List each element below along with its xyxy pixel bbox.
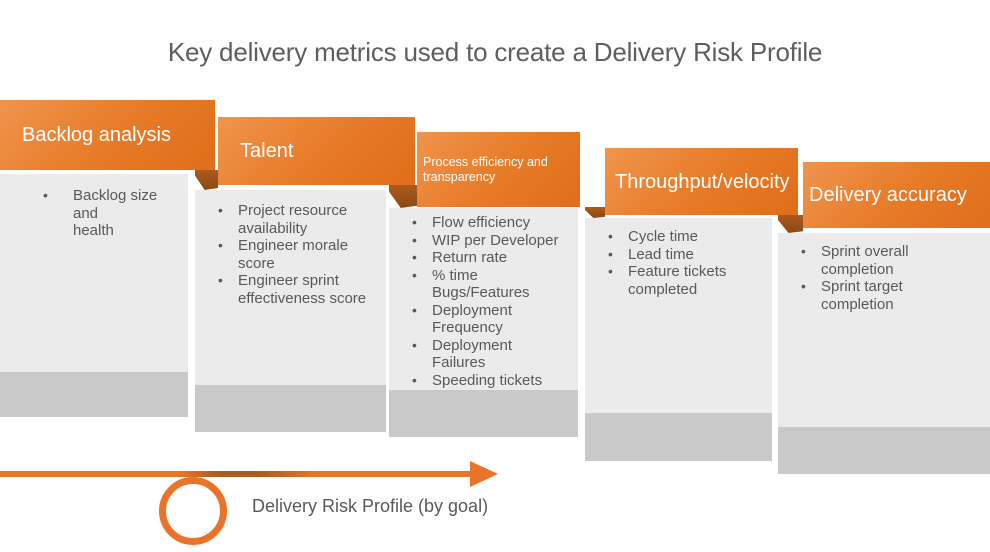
banner-fold — [778, 215, 803, 233]
card-footer — [585, 413, 772, 461]
risk-profile-arrow-label: Delivery Risk Profile (by goal) — [252, 496, 489, 516]
risk-profile-arrow-line — [0, 471, 478, 477]
card-body: Sprint overallcompletionSprint targetcom… — [778, 233, 990, 474]
bullet-item: Cycle time — [606, 228, 768, 246]
card-title: Delivery accuracy — [809, 184, 967, 206]
bullet-list: Sprint overallcompletionSprint targetcom… — [778, 233, 990, 313]
slide-title: Key delivery metrics used to create a De… — [167, 37, 823, 67]
bullet-list: Cycle timeLead timeFeature ticketscomple… — [585, 218, 772, 298]
bullet-list: Project resourceavailabilityEngineer mor… — [195, 190, 386, 307]
card-title: Throughput/velocity — [615, 170, 790, 193]
card-body: Project resourceavailabilityEngineer mor… — [195, 190, 386, 432]
card-footer — [0, 372, 188, 417]
card-footer — [389, 390, 578, 437]
bullet-item: Flow efficiency — [410, 214, 576, 232]
card-body: Flow efficiencyWIP per DeveloperReturn r… — [389, 208, 578, 437]
card-banner: Delivery accuracy — [803, 162, 990, 228]
card-banner: Backlog analysis — [0, 100, 215, 170]
card-banner: Talent — [218, 117, 415, 185]
card-banner: Throughput/velocity — [605, 148, 798, 215]
bullet-item: Speeding tickets — [410, 372, 576, 390]
card-footer — [195, 385, 386, 432]
bullet-item: Lead time — [606, 246, 768, 264]
risk-profile-arrow-head-icon — [470, 461, 498, 487]
bullet-list: Flow efficiencyWIP per DeveloperReturn r… — [389, 208, 578, 389]
risk-profile-circle-icon — [159, 477, 227, 545]
bullet-item: WIP per Developer — [410, 232, 576, 250]
card-body: Cycle timeLead timeFeature ticketscomple… — [585, 218, 772, 461]
card-title: Backlog analysis — [22, 124, 171, 146]
banner-fold — [195, 170, 218, 190]
card-title: Talent — [240, 140, 294, 162]
card-footer — [778, 427, 990, 474]
banner-fold — [389, 185, 417, 208]
banner-fold — [585, 207, 605, 218]
bullet-item: Return rate — [410, 249, 576, 267]
